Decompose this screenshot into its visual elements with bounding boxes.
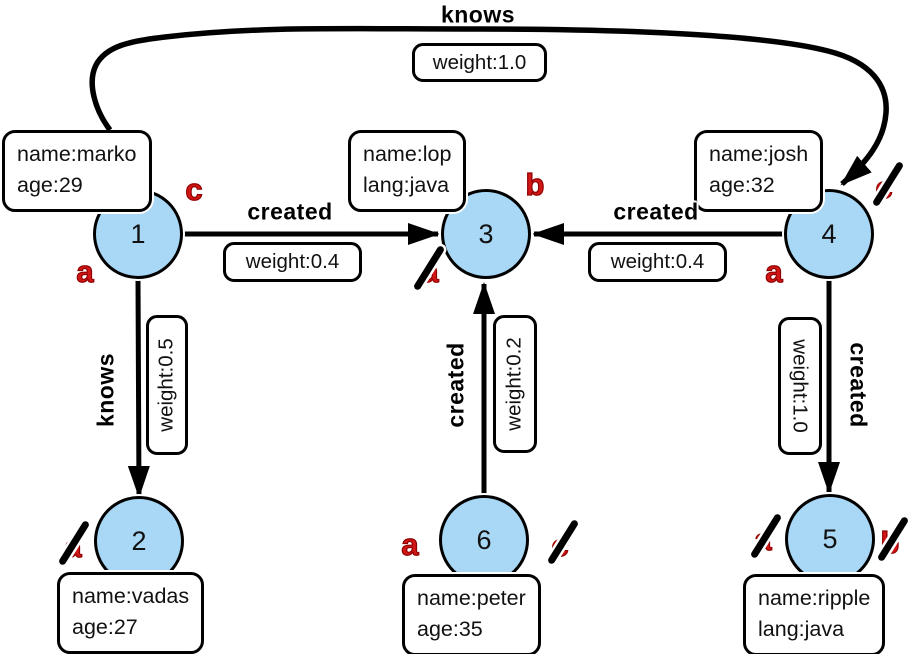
edge-label-created-4-5: created	[845, 342, 872, 428]
step-letter-a-node1: a	[76, 253, 94, 289]
property-line: age:29	[17, 173, 83, 198]
weight-box-knows-1-4: weight:1.0	[412, 43, 547, 82]
property-line: name:josh	[709, 142, 809, 166]
property-line: name:ripple	[758, 586, 871, 610]
node-1-properties: name:marko age:29	[2, 130, 152, 213]
weight-box-created-4-5: weight:1.0	[778, 317, 822, 455]
edge-label-knows-1-4: knows	[440, 1, 516, 28]
weight-box-created-1-3: weight:0.4	[223, 242, 362, 282]
weight-value: weight:0.4	[610, 250, 705, 273]
node-3-properties: name:lop lang:java	[348, 130, 467, 213]
edge-label-created-4-3: created	[613, 198, 699, 225]
weight-value: weight:0.5	[155, 338, 179, 432]
property-line: name:vadas	[72, 584, 190, 608]
node-3-id: 3	[478, 218, 494, 249]
property-line: lang:java	[758, 617, 845, 642]
step-letter-c-node1: c	[185, 171, 203, 207]
node-4-id: 4	[821, 218, 837, 249]
node-1-id: 1	[130, 218, 146, 249]
edge-label-knows-1-2: knows	[92, 352, 119, 428]
node-6: 6	[439, 495, 529, 585]
property-line: age:35	[417, 617, 483, 642]
step-letter-a-node4: a	[765, 253, 783, 289]
property-line: name:marko	[17, 142, 137, 166]
node-2-id: 2	[131, 525, 147, 556]
node-6-properties: name:peter age:35	[402, 574, 541, 654]
weight-box-knows-1-2: weight:0.5	[146, 315, 188, 455]
weight-box-created-6-3: weight:0.2	[493, 315, 537, 453]
node-5-properties: name:ripple lang:java	[743, 574, 886, 654]
weight-value: weight:1.0	[432, 50, 527, 74]
edge-label-created-6-3: created	[442, 342, 469, 428]
property-line: lang:java	[363, 173, 450, 198]
step-letter-b-node3: b	[525, 166, 545, 202]
edge-knows-1-2	[127, 278, 150, 498]
node-5: 5	[785, 494, 875, 584]
step-letter-a-node6: a	[401, 526, 419, 562]
weight-box-created-4-3: weight:0.4	[588, 242, 727, 282]
node-4-properties: name:josh age:32	[694, 130, 824, 213]
property-line: name:lop	[363, 142, 452, 166]
property-line: name:peter	[417, 586, 526, 610]
weight-value: weight:0.2	[503, 337, 527, 431]
property-line: age:32	[709, 173, 775, 198]
edge-label-created-1-3: created	[247, 198, 333, 225]
node-6-id: 6	[476, 524, 492, 555]
node-3: 3	[441, 189, 531, 279]
node-5-id: 5	[822, 523, 838, 554]
property-line: age:27	[72, 615, 138, 640]
weight-value: weight:1.0	[789, 339, 813, 433]
weight-value: weight:0.4	[245, 250, 340, 273]
node-2: 2	[94, 496, 184, 586]
node-2-properties: name:vadas age:27	[57, 572, 205, 654]
